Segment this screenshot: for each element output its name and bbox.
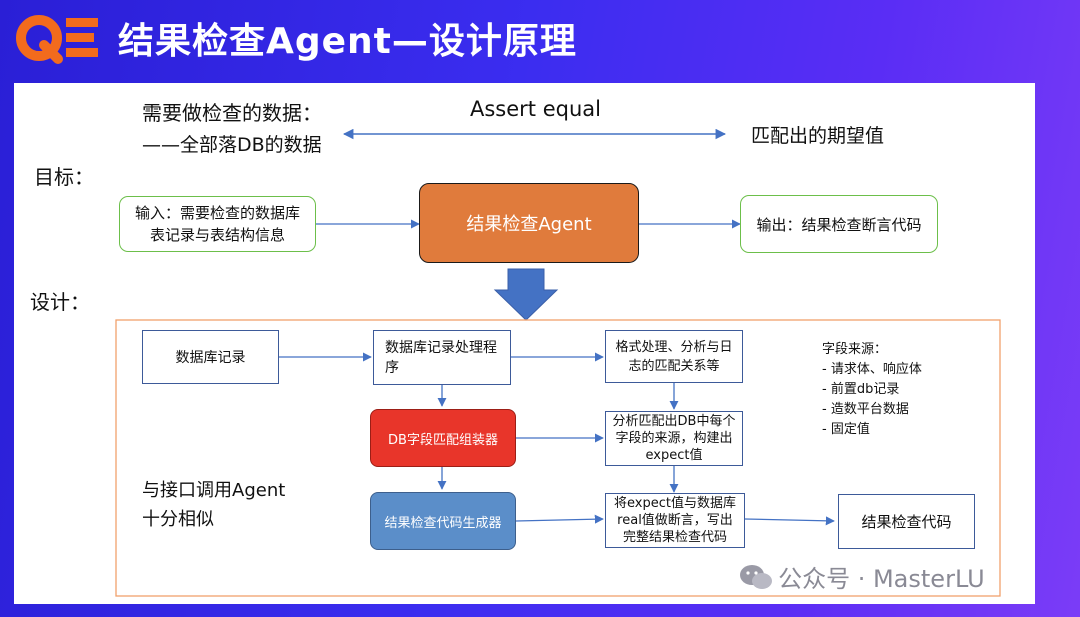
expected-value-label: 匹配出的期望值	[751, 125, 885, 147]
assert-to-result-arrow	[744, 516, 835, 526]
similarity-line-1: 与接口调用Agent	[142, 480, 286, 501]
assert-line-1: 将expect值与数据库	[614, 496, 736, 511]
input-line-2: 表记录与表结构信息	[149, 226, 285, 244]
data-check-sub: ——全部落DB的数据	[142, 134, 322, 156]
generator-label: 结果检查代码生成器	[384, 515, 502, 531]
analyze-line-1: 分析匹配出DB中每个	[612, 414, 736, 429]
assert-writing-box: 将expect值与数据库 real值做断言，写出 完整结果检查代码	[605, 493, 745, 548]
wechat-watermark: 公众号 · MasterLU	[739, 559, 985, 594]
processor-line-2: 序	[385, 359, 399, 376]
design-down-arrow	[493, 268, 559, 321]
db-field-assembler-box: DB字段匹配组装器	[370, 409, 516, 467]
db-record-box: 数据库记录	[142, 330, 279, 384]
processor-line-1: 数据库记录处理程	[385, 339, 497, 356]
source-item: - 请求体、响应体	[822, 362, 922, 377]
goal-label: 目标：	[34, 165, 94, 189]
generator-to-assert-arrow	[515, 514, 604, 524]
assert-line-2: real值做断言，写出	[617, 513, 733, 528]
result-check-agent-box: 结果检查Agent	[419, 183, 639, 263]
result-code-box: 结果检查代码	[838, 494, 975, 549]
record-processor-box: 数据库记录处理程 序	[373, 330, 511, 385]
result-code-generator-box: 结果检查代码生成器	[370, 492, 516, 550]
watermark-text: 公众号 · MasterLU	[778, 565, 985, 593]
slide-panel: 需要做检查的数据： ——全部落DB的数据 Assert equal 匹配出的期望…	[14, 83, 1035, 604]
input-box: 输入：需要检查的数据库 表记录与表结构信息	[119, 196, 316, 252]
format-line-2: 志的匹配关系等	[628, 358, 720, 374]
analyze-line-2: 字段的来源，构建出	[615, 431, 733, 446]
connector-layer	[115, 128, 1001, 597]
db-record-label: 数据库记录	[175, 350, 246, 366]
assembler-label: DB字段匹配组装器	[388, 432, 498, 448]
result-code-label: 结果检查代码	[861, 513, 952, 531]
analyze-line-3: expect值	[645, 448, 703, 463]
format-processing-box: 格式处理、分析与日 志的匹配关系等	[605, 330, 743, 383]
source-item: - 前置db记录	[822, 382, 900, 397]
field-source-analysis-box: 分析匹配出DB中每个 字段的来源，构建出 expect值	[605, 411, 743, 466]
assert-equal-label: Assert equal	[470, 97, 601, 121]
agent-label: 结果检查Agent	[466, 214, 592, 235]
source-item: - 固定值	[822, 422, 870, 437]
design-label: 设计：	[30, 290, 90, 314]
field-sources-list: 字段来源： - 请求体、响应体 - 前置db记录 - 造数平台数据 - 固定值	[822, 340, 922, 440]
data-check-label: 需要做检查的数据：	[142, 101, 322, 125]
header-bar: 结果检查Agent—设计原理	[0, 0, 1080, 82]
design-frame	[115, 319, 1001, 597]
wechat-icon	[740, 564, 772, 589]
input-line-1: 输入：需要检查的数据库	[134, 204, 300, 222]
similarity-note: 与接口调用Agent 十分相似	[142, 476, 342, 534]
format-line-1: 格式处理、分析与日	[615, 339, 733, 355]
qe-logo	[16, 15, 98, 64]
output-label: 输出：结果检查断言代码	[756, 215, 922, 234]
output-box: 输出：结果检查断言代码	[740, 195, 938, 253]
sources-title: 字段来源：	[822, 342, 888, 357]
source-item: - 造数平台数据	[822, 402, 909, 417]
similarity-line-2: 十分相似	[142, 509, 214, 530]
assert-line-3: 完整结果检查代码	[622, 530, 727, 545]
page-title: 结果检查Agent—设计原理	[118, 21, 577, 62]
